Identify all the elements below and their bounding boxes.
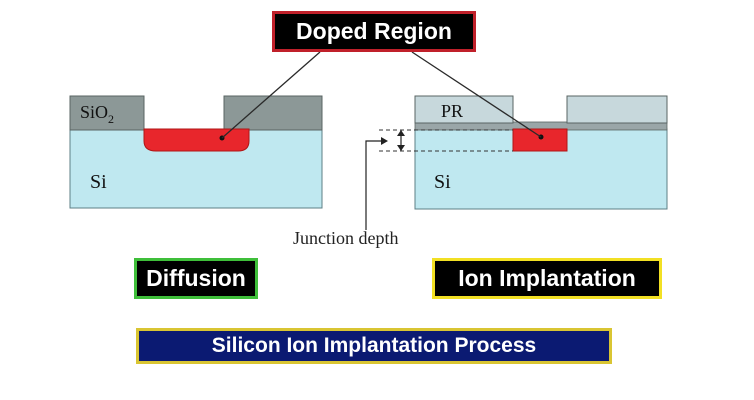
doped-callout-line-left	[221, 51, 321, 139]
doped-region-label-box: Doped Region	[272, 11, 476, 52]
junction-depth-arrow-down	[397, 145, 405, 151]
ion-implantation-label: Ion Implantation	[458, 265, 636, 291]
junction-depth-label: Junction depth	[293, 228, 399, 248]
doped-region-label: Doped Region	[296, 18, 452, 44]
diffusion-diagram: SiO2 Si	[69, 95, 323, 209]
left-oxide-right-block	[223, 95, 323, 131]
left-silicon-label: Si	[90, 171, 107, 193]
ion-implantation-diagram: PR Si Junction depth	[293, 95, 668, 248]
junction-depth-leader-line	[365, 140, 382, 230]
junction-depth-arrow-up	[397, 130, 405, 136]
right-photoresist-left-block	[414, 95, 514, 124]
diffusion-label-box: Diffusion	[134, 258, 258, 299]
right-photoresist-label: PR	[441, 101, 463, 121]
right-silicon-label: Si	[434, 171, 451, 193]
left-oxide-left-block	[69, 95, 145, 131]
ion-implantation-label-box: Ion Implantation	[432, 258, 662, 299]
diffusion-label: Diffusion	[146, 265, 246, 291]
right-doped-region	[512, 128, 568, 152]
left-oxide-label: SiO2	[80, 102, 114, 126]
process-title-banner: Silicon Ion Implantation Process	[136, 328, 612, 364]
junction-depth-leader-arrowhead	[381, 137, 388, 145]
right-silicon-substrate	[414, 128, 668, 210]
process-title: Silicon Ion Implantation Process	[211, 334, 537, 357]
doped-callout-line-right	[411, 51, 542, 138]
right-photoresist-right-block	[566, 95, 668, 124]
left-doped-region	[143, 128, 250, 152]
